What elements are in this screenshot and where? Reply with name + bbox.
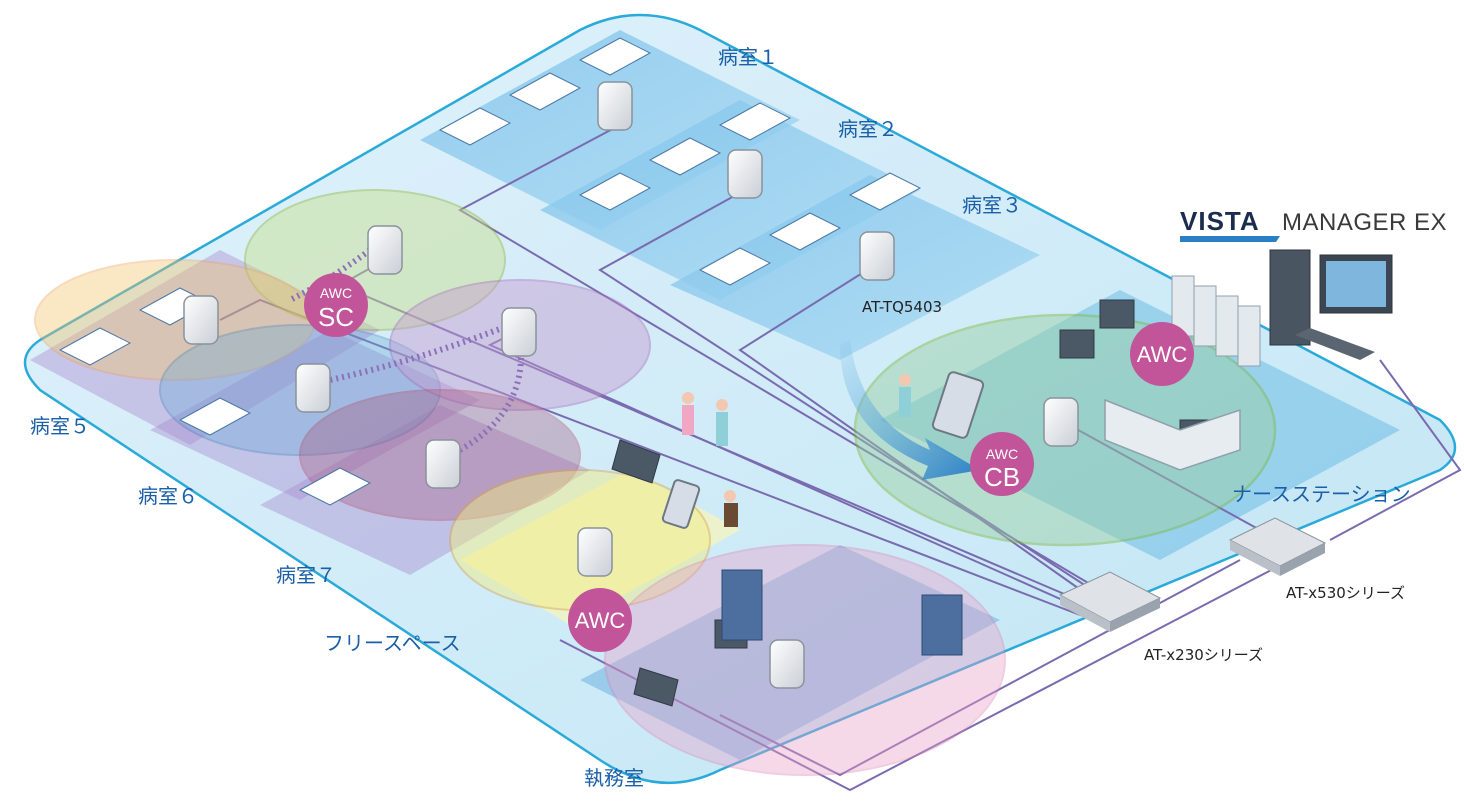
awc-cb-badge: AWC CB <box>970 432 1034 496</box>
handover-arrow-icon <box>840 340 980 480</box>
tablet-2-icon <box>661 479 701 529</box>
switch-x530-icon <box>1228 517 1327 576</box>
access-point-icon <box>425 439 461 489</box>
access-point-icon <box>501 307 537 357</box>
room7-floor <box>260 405 590 575</box>
mesh-link-3 <box>438 339 524 463</box>
room3-label: 病室３ <box>962 193 1022 217</box>
access-point-icon <box>859 231 895 281</box>
svg-text:CB: CB <box>984 462 1020 492</box>
access-point-icon <box>367 225 403 275</box>
room7-label: 病室７ <box>276 563 336 587</box>
access-point-icon <box>1043 397 1079 447</box>
room3-floor <box>670 175 1040 360</box>
laptop-icon <box>633 667 679 707</box>
svg-text:VISTA: VISTA <box>1180 206 1260 236</box>
access-point-icon <box>727 149 763 199</box>
access-point-icon <box>769 639 805 689</box>
room6-floor <box>150 330 480 500</box>
svg-text:AWC: AWC <box>986 446 1018 462</box>
office-label: 執務室 <box>584 766 644 790</box>
coverage-office <box>604 544 1006 776</box>
lockers <box>1171 275 1261 367</box>
room5-label: 病室５ <box>30 414 90 438</box>
tablet-icon <box>931 371 985 439</box>
awc-sc-badge: AWC SC <box>304 273 368 337</box>
laptop-icon <box>611 439 661 484</box>
people <box>682 374 911 527</box>
access-points <box>183 81 1079 689</box>
switch-x230-icon <box>1058 571 1162 632</box>
nurse-station-label: ナースステーション <box>1232 482 1411 506</box>
access-point-icon <box>577 527 613 577</box>
access-point-icon <box>183 295 219 345</box>
switch-x230-label: AT-x230シリーズ <box>1144 646 1263 664</box>
room6-label: 病室６ <box>138 484 198 508</box>
vista-manager-logo: VISTA MANAGER EX <box>1180 206 1447 242</box>
free-space-label: フリースペース <box>324 631 461 655</box>
svg-text:AWC: AWC <box>1137 342 1188 367</box>
awc-nurse-badge: AWC <box>1130 322 1194 386</box>
cabinets <box>721 569 963 656</box>
beds <box>58 37 922 506</box>
access-point-icon <box>295 363 331 413</box>
svg-text:AWC: AWC <box>575 608 626 633</box>
svg-text:MANAGER EX: MANAGER EX <box>1282 209 1447 236</box>
management-server-icon <box>1269 249 1393 360</box>
nurse-desk <box>1104 398 1241 471</box>
ap-model-label: AT-TQ5403 <box>862 298 942 316</box>
awc-free-badge: AWC <box>568 588 632 652</box>
desktop-monitor-icon <box>1099 299 1135 329</box>
room1-label: 病室１ <box>718 45 778 69</box>
access-point-icon <box>597 81 633 131</box>
switch-x530-label: AT-x530シリーズ <box>1286 584 1405 602</box>
room2-label: 病室２ <box>838 117 898 141</box>
desktop-monitor-icon <box>1059 329 1095 359</box>
svg-text:SC: SC <box>318 302 354 332</box>
svg-text:AWC: AWC <box>320 285 352 301</box>
